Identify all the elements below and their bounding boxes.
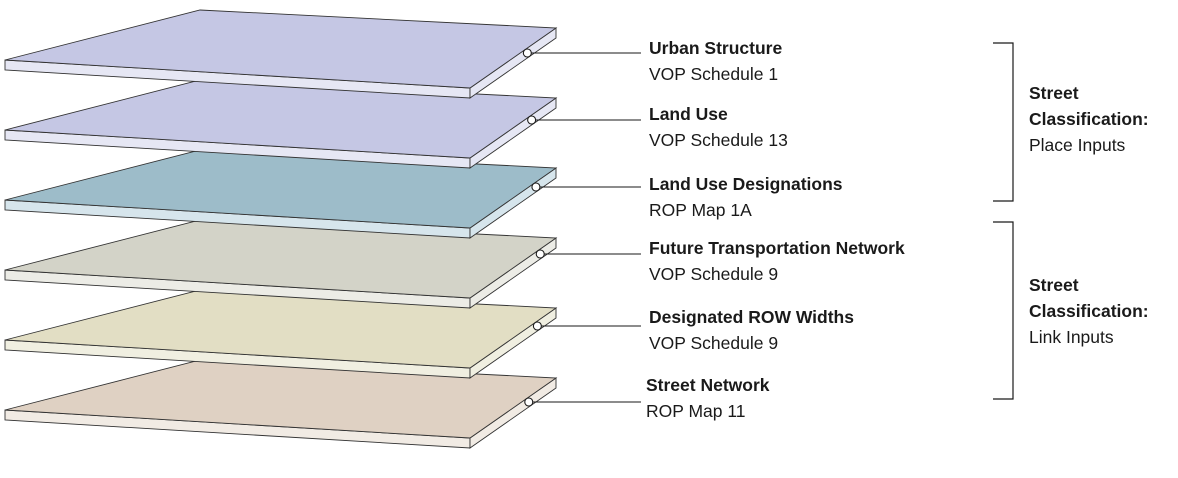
group-line-1: Street xyxy=(1029,83,1079,103)
group-line-3: Link Inputs xyxy=(1029,327,1114,347)
slab-top-surface xyxy=(4,9,558,89)
layer-slab-urban-structure xyxy=(4,9,558,99)
layer-label-future-transportation-network: Future Transportation Network VOP Schedu… xyxy=(649,235,905,287)
leader-anchor-land-use xyxy=(527,115,537,125)
layer-label-land-use: Land Use VOP Schedule 13 xyxy=(649,101,788,153)
leader-anchor-street-network xyxy=(524,397,534,407)
layer-source: VOP Schedule 1 xyxy=(649,64,779,84)
group-line-2: Classification: xyxy=(1029,301,1149,321)
layer-source: VOP Schedule 13 xyxy=(649,130,788,150)
layer-label-land-use-designations: Land Use Designations ROP Map 1A xyxy=(649,171,843,223)
layer-name: Land Use xyxy=(649,104,728,124)
layer-label-urban-structure: Urban Structure VOP Schedule 1 xyxy=(649,35,782,87)
group-line-1: Street xyxy=(1029,275,1079,295)
layer-slab-street-network xyxy=(4,359,558,449)
layer-slab-future-transportation-network xyxy=(4,219,558,309)
leader-anchor-land-use-designations xyxy=(531,182,541,192)
bracket-place-inputs xyxy=(993,42,1014,202)
layer-name: Designated ROW Widths xyxy=(649,307,854,327)
bracket-link-inputs xyxy=(993,221,1014,400)
group-line-2: Classification: xyxy=(1029,109,1149,129)
layer-source: ROP Map 11 xyxy=(646,401,746,421)
leader-anchor-urban-structure xyxy=(522,48,532,58)
layer-source: VOP Schedule 9 xyxy=(649,333,779,353)
group-line-3: Place Inputs xyxy=(1029,135,1126,155)
layer-name: Land Use Designations xyxy=(649,174,843,194)
group-label-link-inputs: Street Classification: Link Inputs xyxy=(1029,272,1149,350)
layer-name: Street Network xyxy=(646,375,770,395)
layer-slab-land-use xyxy=(4,79,558,169)
layer-label-street-network: Street Network ROP Map 11 xyxy=(646,372,770,424)
layer-label-designated-row-widths: Designated ROW Widths VOP Schedule 9 xyxy=(649,304,854,356)
group-label-place-inputs: Street Classification: Place Inputs xyxy=(1029,80,1149,158)
group-brackets xyxy=(993,42,1014,400)
layer-source: ROP Map 1A xyxy=(649,200,752,220)
layer-source: VOP Schedule 9 xyxy=(649,264,779,284)
layer-name: Future Transportation Network xyxy=(649,238,905,258)
layer-name: Urban Structure xyxy=(649,38,783,58)
leader-anchor-future-transportation-network xyxy=(535,249,545,259)
leader-anchor-designated-row-widths xyxy=(532,321,542,331)
